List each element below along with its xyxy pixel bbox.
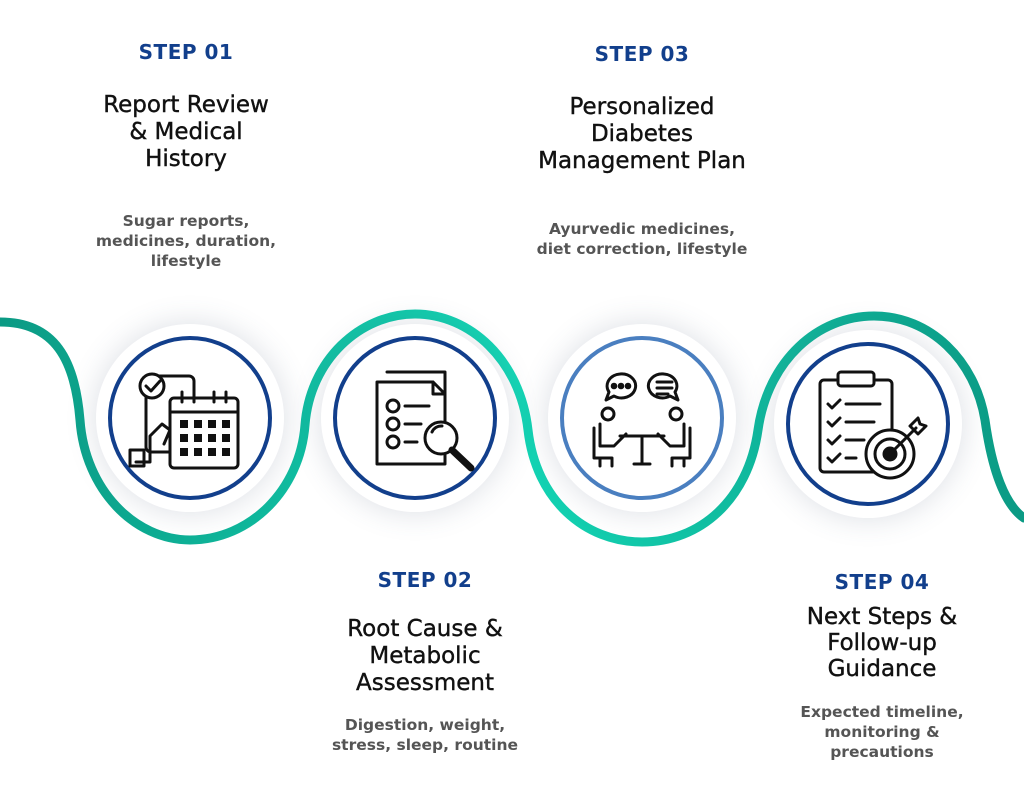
- step-title: Personalized Diabetes Management Plan: [538, 94, 746, 174]
- step-3-circle: [560, 336, 724, 500]
- step-2-circle: [333, 336, 497, 500]
- step-label: STEP 01: [138, 40, 234, 64]
- step-4-circle: [786, 342, 950, 506]
- step-label: STEP 03: [594, 42, 690, 66]
- step-description: Expected timeline, monitoring & precauti…: [800, 703, 964, 761]
- step-1-circle: [108, 336, 272, 500]
- step-description: Digestion, weight, stress, sleep, routin…: [331, 716, 519, 754]
- step-label: STEP 04: [834, 570, 930, 594]
- consultation-icon: [592, 372, 692, 468]
- step-1: STEP 01 Report Review & Medical History …: [66, 40, 306, 271]
- document-search-icon: [375, 370, 475, 472]
- step-title: Report Review & Medical History: [103, 92, 269, 172]
- step-4: STEP 04 Next Steps & Follow-up Guidance …: [762, 570, 1002, 762]
- step-label: STEP 02: [377, 568, 473, 592]
- step-2: STEP 02 Root Cause & Metabolic Assessmen…: [295, 568, 555, 755]
- step-title: Next Steps & Follow-up Guidance: [806, 604, 958, 682]
- clipboard-target-icon: [818, 370, 928, 480]
- step-title: Root Cause & Metabolic Assessment: [347, 616, 503, 696]
- step-description: Ayurvedic medicines, diet correction, li…: [536, 220, 748, 258]
- step-description: Sugar reports, medicines, duration, life…: [95, 212, 277, 270]
- phone-calendar-icon: [128, 372, 240, 470]
- step-3: STEP 03 Personalized Diabetes Management…: [502, 42, 782, 259]
